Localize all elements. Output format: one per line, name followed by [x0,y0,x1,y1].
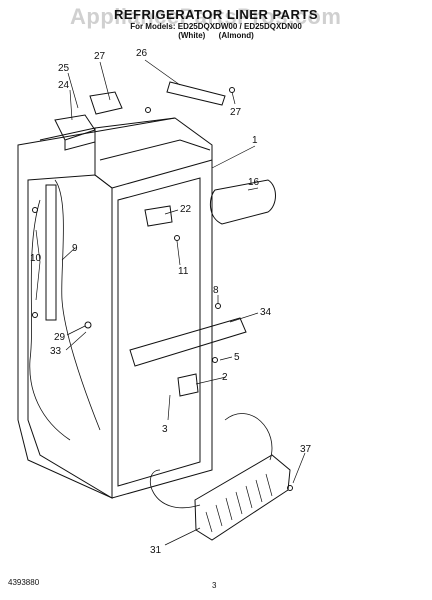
color-almond-label: (Almond) [218,31,254,40]
callout-label: 27 [94,51,106,62]
wire-harness-2 [54,179,101,431]
bin-31 [194,454,291,541]
callout-label: 27 [230,107,242,118]
liner-left-panel [27,174,113,499]
rail-26 [166,81,226,106]
screw-27-top [145,107,151,113]
callout-label: 37 [300,444,312,455]
callout-label: 25 [58,63,70,74]
liner-back-edge [39,127,113,189]
callout-label: 26 [136,48,148,59]
light-bracket [45,184,57,321]
liner-front-frame [111,159,213,498]
color-line: (White) (Almond) [0,31,432,40]
diagram-title: REFRIGERATOR LINER PARTS [113,7,319,22]
callout-label: 16 [248,177,260,188]
callout-label: 1 [252,135,258,146]
callout-label: 33 [50,346,62,357]
callout-label: 10 [30,253,42,264]
screw-37 [287,485,293,491]
callout-label: 31 [150,545,162,556]
screw-8 [215,303,221,309]
callout-label: 24 [58,80,70,91]
liner-top-ridge [94,117,211,161]
lamp-socket-29 [84,321,92,329]
bracket-22 [144,205,173,227]
diagram-header: REFRIGERATOR LINER PARTS For Models: ED2… [0,7,432,41]
screw-27-right [229,87,235,93]
callout-label: 2 [222,372,228,383]
bin-31-ribs [205,473,273,533]
callout-label: 29 [54,332,66,343]
callout-label: 34 [260,307,272,318]
model-line: For Models: ED25DQXDW00 / ED25DQXDN00 [130,22,302,31]
shelf-34 [129,317,247,367]
screw-10a [32,207,38,213]
callout-label: 22 [180,204,192,215]
document-number: 4393880 [8,578,40,587]
color-white-label: (White) [178,31,206,40]
thermostat-housing [54,114,96,151]
liner-inner-front [117,177,201,487]
callout-label: 8 [213,285,219,296]
control-knob [89,91,123,115]
callout-label: 11 [178,266,189,277]
bin-handle [149,413,273,509]
leader-lines [35,59,306,546]
callout-label: 5 [234,352,240,363]
liner-outline [17,117,213,499]
wire-harness [29,199,71,441]
crisper-cover-16 [209,179,276,225]
callout-label: 9 [72,243,78,254]
page-number: 3 [212,581,217,590]
callout-label: 3 [162,424,168,435]
callout-labels: 26 27 25 24 27 1 16 22 11 9 10 8 34 29 3… [30,48,312,556]
screw-10b [32,312,38,318]
watermark: AppliancePartsPros.com [70,4,342,29]
screw-5 [212,357,218,363]
bracket-2 [177,373,199,397]
screw-11 [174,235,180,241]
